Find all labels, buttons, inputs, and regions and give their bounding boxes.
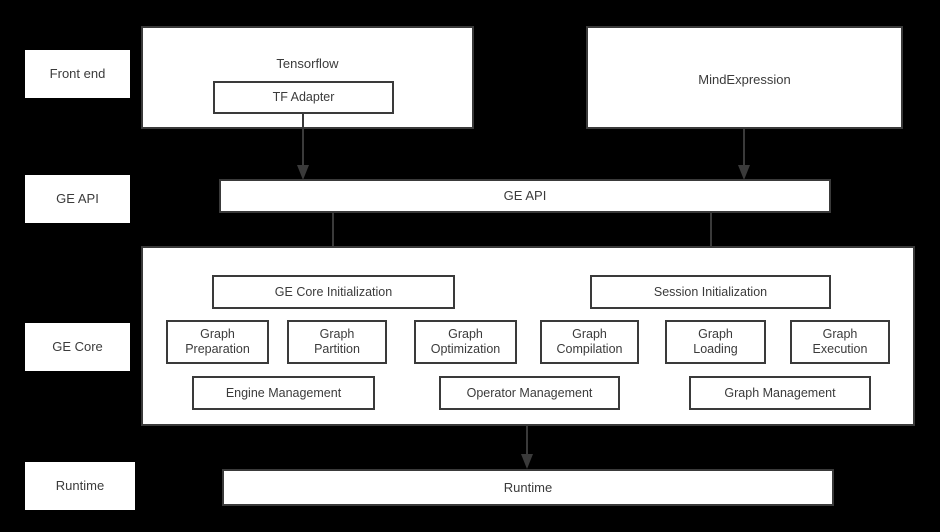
component-session-initialization-label: Session Initialization: [653, 284, 768, 299]
ge-api-bar-label: GE API: [503, 188, 547, 204]
component-graph-preparation-label: Graph Preparation: [185, 327, 250, 356]
arrow-ge-core-to-runtime: [521, 426, 533, 469]
framework-tensorflow-title: Tensorflow: [276, 56, 339, 71]
component-graph-compilation[interactable]: Graph Compilation: [540, 320, 639, 364]
component-graph-management-label: Graph Management: [724, 385, 836, 400]
lane-label-front-end: Front end: [25, 50, 130, 98]
component-graph-loading-label: Graph Loading: [693, 327, 738, 356]
component-operator-management-label: Operator Management: [466, 385, 593, 400]
component-graph-compilation-label: Graph Compilation: [556, 327, 623, 356]
ge-api-bar[interactable]: GE API: [219, 179, 831, 213]
component-graph-execution[interactable]: Graph Execution: [790, 320, 890, 364]
component-graph-partition-label: Graph Partition: [314, 327, 360, 356]
component-engine-management[interactable]: Engine Management: [192, 376, 375, 410]
arrow-tf-adapter-to-ge-api: [297, 113, 309, 180]
runtime-bar-label: Runtime: [503, 479, 553, 495]
component-tf-adapter-label: TF Adapter: [272, 90, 335, 105]
runtime-bar[interactable]: Runtime: [222, 469, 834, 506]
lane-label-runtime-text: Runtime: [55, 478, 105, 494]
lane-label-front-end-text: Front end: [49, 66, 106, 82]
component-tf-adapter[interactable]: TF Adapter: [213, 81, 394, 114]
component-ge-core-initialization[interactable]: GE Core Initialization: [212, 275, 455, 309]
component-graph-execution-label: Graph Execution: [812, 327, 868, 356]
component-operator-management[interactable]: Operator Management: [439, 376, 620, 410]
component-graph-partition[interactable]: Graph Partition: [287, 320, 387, 364]
component-graph-management[interactable]: Graph Management: [689, 376, 871, 410]
lane-label-ge-api-text: GE API: [56, 191, 99, 207]
component-engine-management-label: Engine Management: [225, 385, 342, 400]
component-graph-preparation[interactable]: Graph Preparation: [166, 320, 269, 364]
component-graph-loading[interactable]: Graph Loading: [665, 320, 766, 364]
component-session-initialization[interactable]: Session Initialization: [590, 275, 831, 309]
framework-mindexpression[interactable]: MindExpression: [586, 26, 903, 129]
lane-label-ge-core-text: GE Core: [52, 339, 103, 355]
component-graph-optimization[interactable]: Graph Optimization: [414, 320, 517, 364]
component-graph-optimization-label: Graph Optimization: [430, 327, 501, 356]
component-ge-core-initialization-label: GE Core Initialization: [274, 284, 393, 299]
arrow-mindexpression-to-ge-api: [738, 129, 750, 180]
framework-mindexpression-title: MindExpression: [698, 72, 791, 87]
lane-label-ge-core: GE Core: [25, 323, 130, 371]
lane-label-runtime: Runtime: [25, 462, 135, 510]
lane-label-ge-api: GE API: [25, 175, 130, 223]
